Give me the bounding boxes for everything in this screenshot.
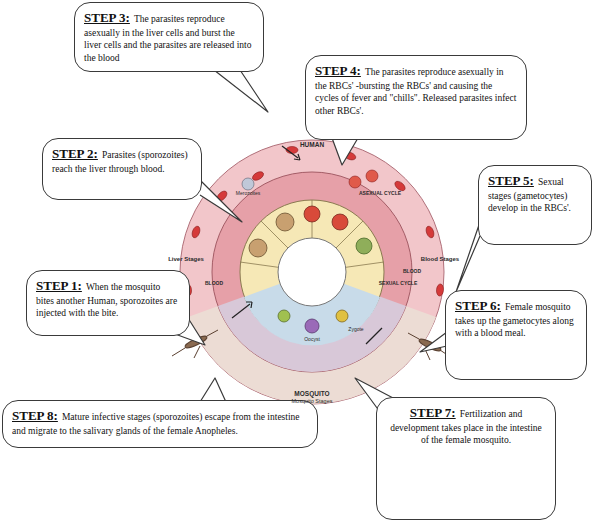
cycle-arrow <box>232 304 250 318</box>
zygote <box>336 310 348 322</box>
cycle-arrow <box>282 146 298 158</box>
stage-label: MOSQUITO <box>294 390 329 397</box>
step-heading: STEP 8: <box>12 408 58 423</box>
callout-tail <box>200 180 242 222</box>
rbc <box>425 225 436 239</box>
gametocyte <box>356 238 372 254</box>
infected-rbc <box>349 176 361 188</box>
stage-label: BLOOD <box>205 280 223 286</box>
blood-cell <box>304 206 320 222</box>
step-heading: STEP 7: <box>410 405 456 420</box>
oocyst <box>305 319 319 333</box>
stage-label: Blood Stages <box>421 256 459 262</box>
stage-label: Mosquito Stages <box>292 398 333 404</box>
callout-tail <box>420 332 447 352</box>
mosquito-proboscis <box>408 333 419 339</box>
step-callout: STEP 6:Female mosquito takes up the game… <box>445 290 587 380</box>
step-heading: STEP 3: <box>84 10 130 25</box>
cycle-arrow <box>366 328 382 344</box>
arrow-head <box>294 154 300 160</box>
liver-cell <box>249 239 267 257</box>
callout-tail <box>456 222 480 292</box>
stage-label: HUMAN <box>300 141 324 148</box>
blood-cell <box>332 214 348 230</box>
stage-label: ASEXUAL CYCLE <box>359 190 401 196</box>
step-callout: STEP 3:The parasites reproduce asexually… <box>74 2 264 72</box>
mosquito-leg <box>172 348 185 356</box>
step-heading: STEP 4: <box>315 63 361 78</box>
step-callout: STEP 7:Fertilization and development tak… <box>376 397 556 520</box>
stage-label: Merozoites <box>236 190 260 196</box>
step-heading: STEP 1: <box>36 278 82 293</box>
stage-label: Oocyst <box>304 336 320 342</box>
step-callout: STEP 2:Parasites (sporozoites) reach the… <box>42 138 202 200</box>
step-callout: STEP 5:Sexual stages (gametocytes) devel… <box>478 165 592 245</box>
step-heading: STEP 6: <box>455 298 501 313</box>
mosquito-proboscis <box>207 330 218 336</box>
rbc <box>251 170 265 182</box>
red-blood-cells <box>184 147 444 297</box>
callout-tail <box>332 138 358 165</box>
infected-rbc <box>366 170 378 182</box>
callout-tail <box>214 70 268 112</box>
callout-tail <box>200 378 226 402</box>
center-disc <box>278 238 346 306</box>
step-callout: STEP 8:Mature infective stages (sporozoi… <box>2 400 318 448</box>
ookinete <box>278 310 290 322</box>
mosquito-leg <box>194 346 200 358</box>
liver-cell <box>276 213 294 231</box>
stage-label: SEXUAL CYCLE <box>379 280 418 286</box>
cycle-arrows <box>232 146 382 344</box>
outer-ring <box>180 140 444 404</box>
step-callout: STEP 4:The parasites reproduce asexually… <box>305 55 527 140</box>
step-callout: STEP 1:When the mosquito bites another H… <box>26 270 190 336</box>
stage-label: Zygote <box>348 326 363 332</box>
stage-label: Liver Stages <box>168 256 204 262</box>
rbc <box>436 284 444 297</box>
step-heading: STEP 2: <box>52 146 98 161</box>
step-heading: STEP 5: <box>488 173 534 188</box>
stage-label: BLOOD <box>403 268 421 274</box>
arrow-head <box>246 302 252 308</box>
rbc <box>191 225 202 239</box>
middle-ring <box>212 172 412 372</box>
merozoite-cluster <box>242 178 254 190</box>
